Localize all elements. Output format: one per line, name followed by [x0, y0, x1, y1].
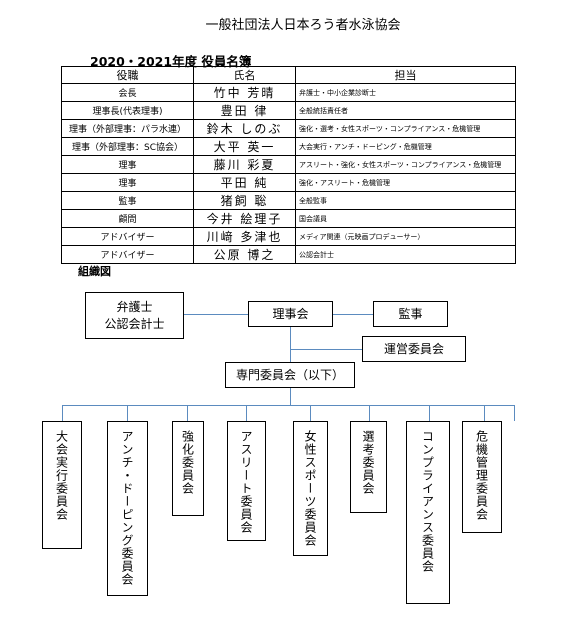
table-row: 会長竹中 芳晴弁護士・中小企業診断士 — [61, 83, 516, 102]
committee-box: アスリート委員会 — [227, 421, 266, 541]
connector-line — [484, 405, 485, 421]
duty-cell: メディア関連（元映画プロデューサー） — [295, 227, 516, 246]
connector-line — [290, 327, 291, 363]
specialized-committees-label: 専門委員会（以下） — [235, 367, 344, 382]
connector-line — [290, 386, 291, 406]
connector-line — [429, 405, 430, 421]
table-header-row: 役職 氏名 担当 — [61, 66, 516, 84]
committee-box: 強化委員会 — [172, 421, 204, 516]
steering-committee-label: 運営委員会 — [383, 341, 444, 356]
committee-label: コンプライアンス委員会 — [420, 430, 435, 573]
advisors-box: 弁護士公認会計士 — [85, 292, 184, 339]
connector-line — [333, 314, 373, 315]
committee-label: 強化委員会 — [180, 430, 195, 495]
role-cell: アドバイザー — [61, 227, 194, 246]
connector-line — [127, 405, 128, 421]
table-row: 理事藤川 彩夏アスリート・強化・女性スポーツ・コンプライアンス・危機管理 — [61, 155, 516, 174]
table-row: 理事（外部理事：パラ水連）鈴木 しのぶ強化・選考・女性スポーツ・コンプライアンス… — [61, 119, 516, 138]
connector-line — [246, 405, 247, 421]
name-cell: 平田 純 — [193, 173, 296, 192]
table-row: アドバイザー公原 博之公認会計士 — [61, 245, 516, 264]
role-cell: 会長 — [61, 83, 194, 102]
role-cell: 理事（外部理事：パラ水連） — [61, 119, 194, 138]
committee-label: 大会実行委員会 — [54, 430, 69, 521]
steering-committee-box: 運営委員会 — [362, 336, 466, 362]
duty-cell: 強化・選考・女性スポーツ・コンプライアンス・危機管理 — [295, 119, 516, 138]
committee-label: アンチ・ドーピング委員会 — [120, 430, 134, 586]
table-row: 監事猪飼 聡全般監事 — [61, 191, 516, 210]
board-box: 理事会 — [248, 301, 333, 327]
duty-cell: 公認会計士 — [295, 245, 516, 264]
committee-box: 選考委員会 — [350, 421, 387, 513]
connector-line — [369, 405, 370, 421]
connector-line — [184, 314, 248, 315]
table-row: 理事長(代表理事)豊田 律全般統括責任者 — [61, 101, 516, 120]
committee-label: 女性スポーツ委員会 — [303, 430, 317, 547]
name-cell: 竹中 芳晴 — [193, 83, 296, 102]
connector-line — [514, 405, 515, 421]
name-cell: 鈴木 しのぶ — [193, 119, 296, 138]
committee-box: アンチ・ドーピング委員会 — [107, 421, 148, 596]
header-name: 氏名 — [193, 66, 296, 84]
advisor-accountant-label: 公認会計士 — [104, 316, 165, 331]
name-cell: 公原 博之 — [193, 245, 296, 264]
connector-line — [310, 405, 311, 421]
connector-line — [62, 405, 63, 421]
connector-line — [62, 405, 515, 406]
connector-line — [187, 405, 188, 421]
advisor-lawyer-label: 弁護士 — [116, 300, 153, 315]
duty-cell: 大会実行・アンチ・ドーピング・危機管理 — [295, 137, 516, 156]
name-cell: 藤川 彩夏 — [193, 155, 296, 174]
committee-label: 選考委員会 — [361, 430, 375, 495]
board-label: 理事会 — [272, 306, 309, 321]
name-cell: 今井 絵理子 — [193, 209, 296, 228]
role-cell: アドバイザー — [61, 245, 194, 264]
roster-title: 2020・2021年度 役員名簿 — [90, 54, 252, 69]
duty-cell: 全般監事 — [295, 191, 516, 210]
committee-box: 危機管理委員会 — [462, 421, 502, 533]
org-chart-label: 組織図 — [78, 265, 111, 278]
header-duty: 担当 — [295, 66, 516, 84]
role-cell: 理事 — [61, 173, 194, 192]
duty-cell: 全般統括責任者 — [295, 101, 516, 120]
role-cell: 監事 — [61, 191, 194, 210]
table-row: 理事平田 純強化・アスリート・危機管理 — [61, 173, 516, 192]
role-cell: 理事長(代表理事) — [61, 101, 194, 120]
name-cell: 猪飼 聡 — [193, 191, 296, 210]
role-cell: 理事 — [61, 155, 194, 174]
officer-roster-table: 役職 氏名 担当 会長竹中 芳晴弁護士・中小企業診断士 理事長(代表理事)豊田 … — [61, 66, 516, 264]
committee-label: 危機管理委員会 — [474, 430, 489, 521]
auditor-box: 監事 — [373, 301, 448, 327]
duty-cell: 強化・アスリート・危機管理 — [295, 173, 516, 192]
role-cell: 顧問 — [61, 209, 194, 228]
organization-title: 一般社団法人日本ろう者水泳協会 — [205, 18, 401, 33]
table-row: 顧問今井 絵理子国会議員 — [61, 209, 516, 228]
auditor-label: 監事 — [398, 306, 423, 321]
role-cell: 理事（外部理事：SC協会） — [61, 137, 194, 156]
specialized-committees-box: 専門委員会（以下） — [225, 362, 355, 388]
header-role: 役職 — [61, 66, 194, 84]
duty-cell: アスリート・強化・女性スポーツ・コンプライアンス・危機管理 — [295, 155, 516, 174]
committee-box: 女性スポーツ委員会 — [293, 421, 328, 556]
committee-box: 大会実行委員会 — [42, 421, 82, 549]
duty-cell: 国会議員 — [295, 209, 516, 228]
duty-cell: 弁護士・中小企業診断士 — [295, 83, 516, 102]
committee-box: コンプライアンス委員会 — [406, 421, 450, 604]
name-cell: 大平 英一 — [193, 137, 296, 156]
name-cell: 豊田 律 — [193, 101, 296, 120]
table-row: アドバイザー川﨑 多津也メディア関連（元映画プロデューサー） — [61, 227, 516, 246]
name-cell: 川﨑 多津也 — [193, 227, 296, 246]
connector-line — [290, 349, 362, 350]
table-row: 理事（外部理事：SC協会）大平 英一大会実行・アンチ・ドーピング・危機管理 — [61, 137, 516, 156]
committee-label: アスリート委員会 — [239, 430, 253, 534]
